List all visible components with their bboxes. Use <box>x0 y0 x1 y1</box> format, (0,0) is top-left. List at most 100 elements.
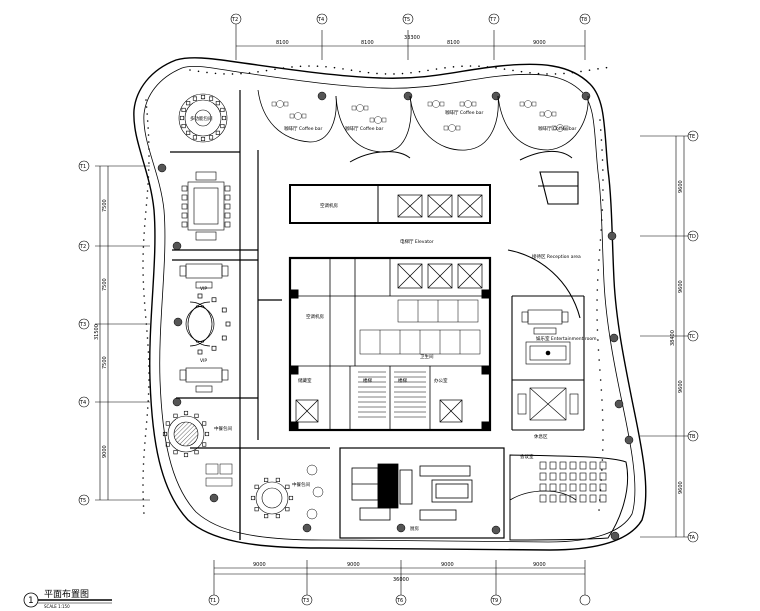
planter-dot <box>147 183 149 185</box>
chair <box>221 307 227 313</box>
planter-dot <box>529 71 531 74</box>
grid-right-TE: TE <box>688 134 695 140</box>
planter-dot <box>197 70 200 73</box>
planter-dot <box>597 68 599 70</box>
chair <box>200 94 206 100</box>
conference-seat <box>559 461 567 470</box>
planter-dot <box>142 463 145 465</box>
chair <box>192 96 198 101</box>
planter-dot <box>145 421 148 423</box>
chair <box>563 125 569 131</box>
chair <box>288 495 294 501</box>
left-grid-bubbles <box>78 160 90 506</box>
planter-beds <box>142 65 608 514</box>
planter-dot <box>537 72 540 75</box>
planter-dot <box>602 189 604 191</box>
grid-right-TB: TB <box>688 434 696 440</box>
chair <box>275 477 280 482</box>
planter-dot <box>142 484 144 486</box>
conference-seat <box>599 483 607 492</box>
title-block <box>23 592 112 608</box>
chair <box>194 413 199 418</box>
chair <box>289 113 295 119</box>
chair <box>162 431 168 437</box>
planter-dot <box>144 218 147 220</box>
chair <box>202 421 207 426</box>
planter-dot <box>148 148 150 150</box>
conference-seat <box>559 494 567 503</box>
planter-dot <box>598 359 600 361</box>
chair <box>220 107 225 113</box>
planter-dot <box>503 68 506 70</box>
planter-dot <box>599 239 602 241</box>
planter-dot <box>257 71 259 73</box>
chair <box>202 442 207 447</box>
conference-seat <box>559 472 567 481</box>
planter-dot <box>145 428 147 430</box>
planter-dot <box>601 449 604 451</box>
dim-left-3: 7500 <box>102 356 108 369</box>
planter-dot <box>274 68 276 71</box>
planter-dot <box>214 72 217 75</box>
grid-right-TA: TA <box>688 535 696 541</box>
chair <box>181 185 188 192</box>
entertainment-label: 娱乐室 Entertainment room <box>536 335 596 342</box>
chair <box>224 212 231 219</box>
planter-dot <box>148 162 150 164</box>
planter-dot <box>469 65 472 67</box>
dim-left-4: 9000 <box>102 445 108 458</box>
chair <box>181 203 188 210</box>
grid-left-T4: T4 <box>79 400 86 406</box>
chair <box>264 477 269 482</box>
planter-dot <box>145 204 148 206</box>
grid-bottom-T3: T3 <box>302 598 309 604</box>
curved-seating-left <box>185 293 231 355</box>
chair <box>427 101 433 107</box>
conference-seat <box>589 461 597 470</box>
grid-right-TD: TD <box>688 234 696 240</box>
planter-dot <box>597 349 600 351</box>
long-table-vip <box>181 171 231 241</box>
planter-dot <box>142 246 145 248</box>
conference-seat <box>569 472 577 481</box>
billiard-table <box>525 341 571 365</box>
planter-dot <box>597 339 599 341</box>
chair <box>264 514 269 519</box>
planter-dot <box>600 389 603 391</box>
planter-dot <box>147 393 150 395</box>
chair <box>215 130 220 135</box>
chair <box>194 450 199 455</box>
conference-seat <box>539 472 547 481</box>
right-grid-bubbles <box>687 130 699 543</box>
round-table-left-mid <box>162 410 210 458</box>
sofa-set-left-1 <box>179 263 229 289</box>
planter-dot <box>142 477 144 479</box>
planter-dot <box>316 65 319 67</box>
round-table-left-bottom <box>250 477 294 519</box>
planter-dot <box>146 120 149 122</box>
planter-dot <box>596 279 599 281</box>
planter-dot <box>223 73 225 75</box>
chair <box>439 101 445 107</box>
top-grid-bubbles <box>230 13 591 25</box>
central-core <box>288 184 492 432</box>
planter-dot <box>145 99 147 101</box>
left-wing-partitions <box>170 90 330 540</box>
drawing-number: 1 <box>28 596 34 606</box>
chair <box>224 203 231 210</box>
planter-dot <box>580 70 582 73</box>
chair <box>197 293 203 299</box>
dim-top-3: 8100 <box>447 40 460 46</box>
chair <box>197 349 203 355</box>
planter-dot <box>401 72 404 75</box>
planter-dot <box>598 249 601 251</box>
bottom-dimension-chain <box>213 560 586 595</box>
planter-dot <box>599 119 601 121</box>
chair <box>181 123 186 129</box>
planter-dot <box>418 70 421 73</box>
vip-room-label: VIP <box>200 286 207 292</box>
planter-dot <box>143 295 145 297</box>
chair <box>165 421 170 426</box>
drawing-title: 平面布置图 <box>44 588 89 600</box>
